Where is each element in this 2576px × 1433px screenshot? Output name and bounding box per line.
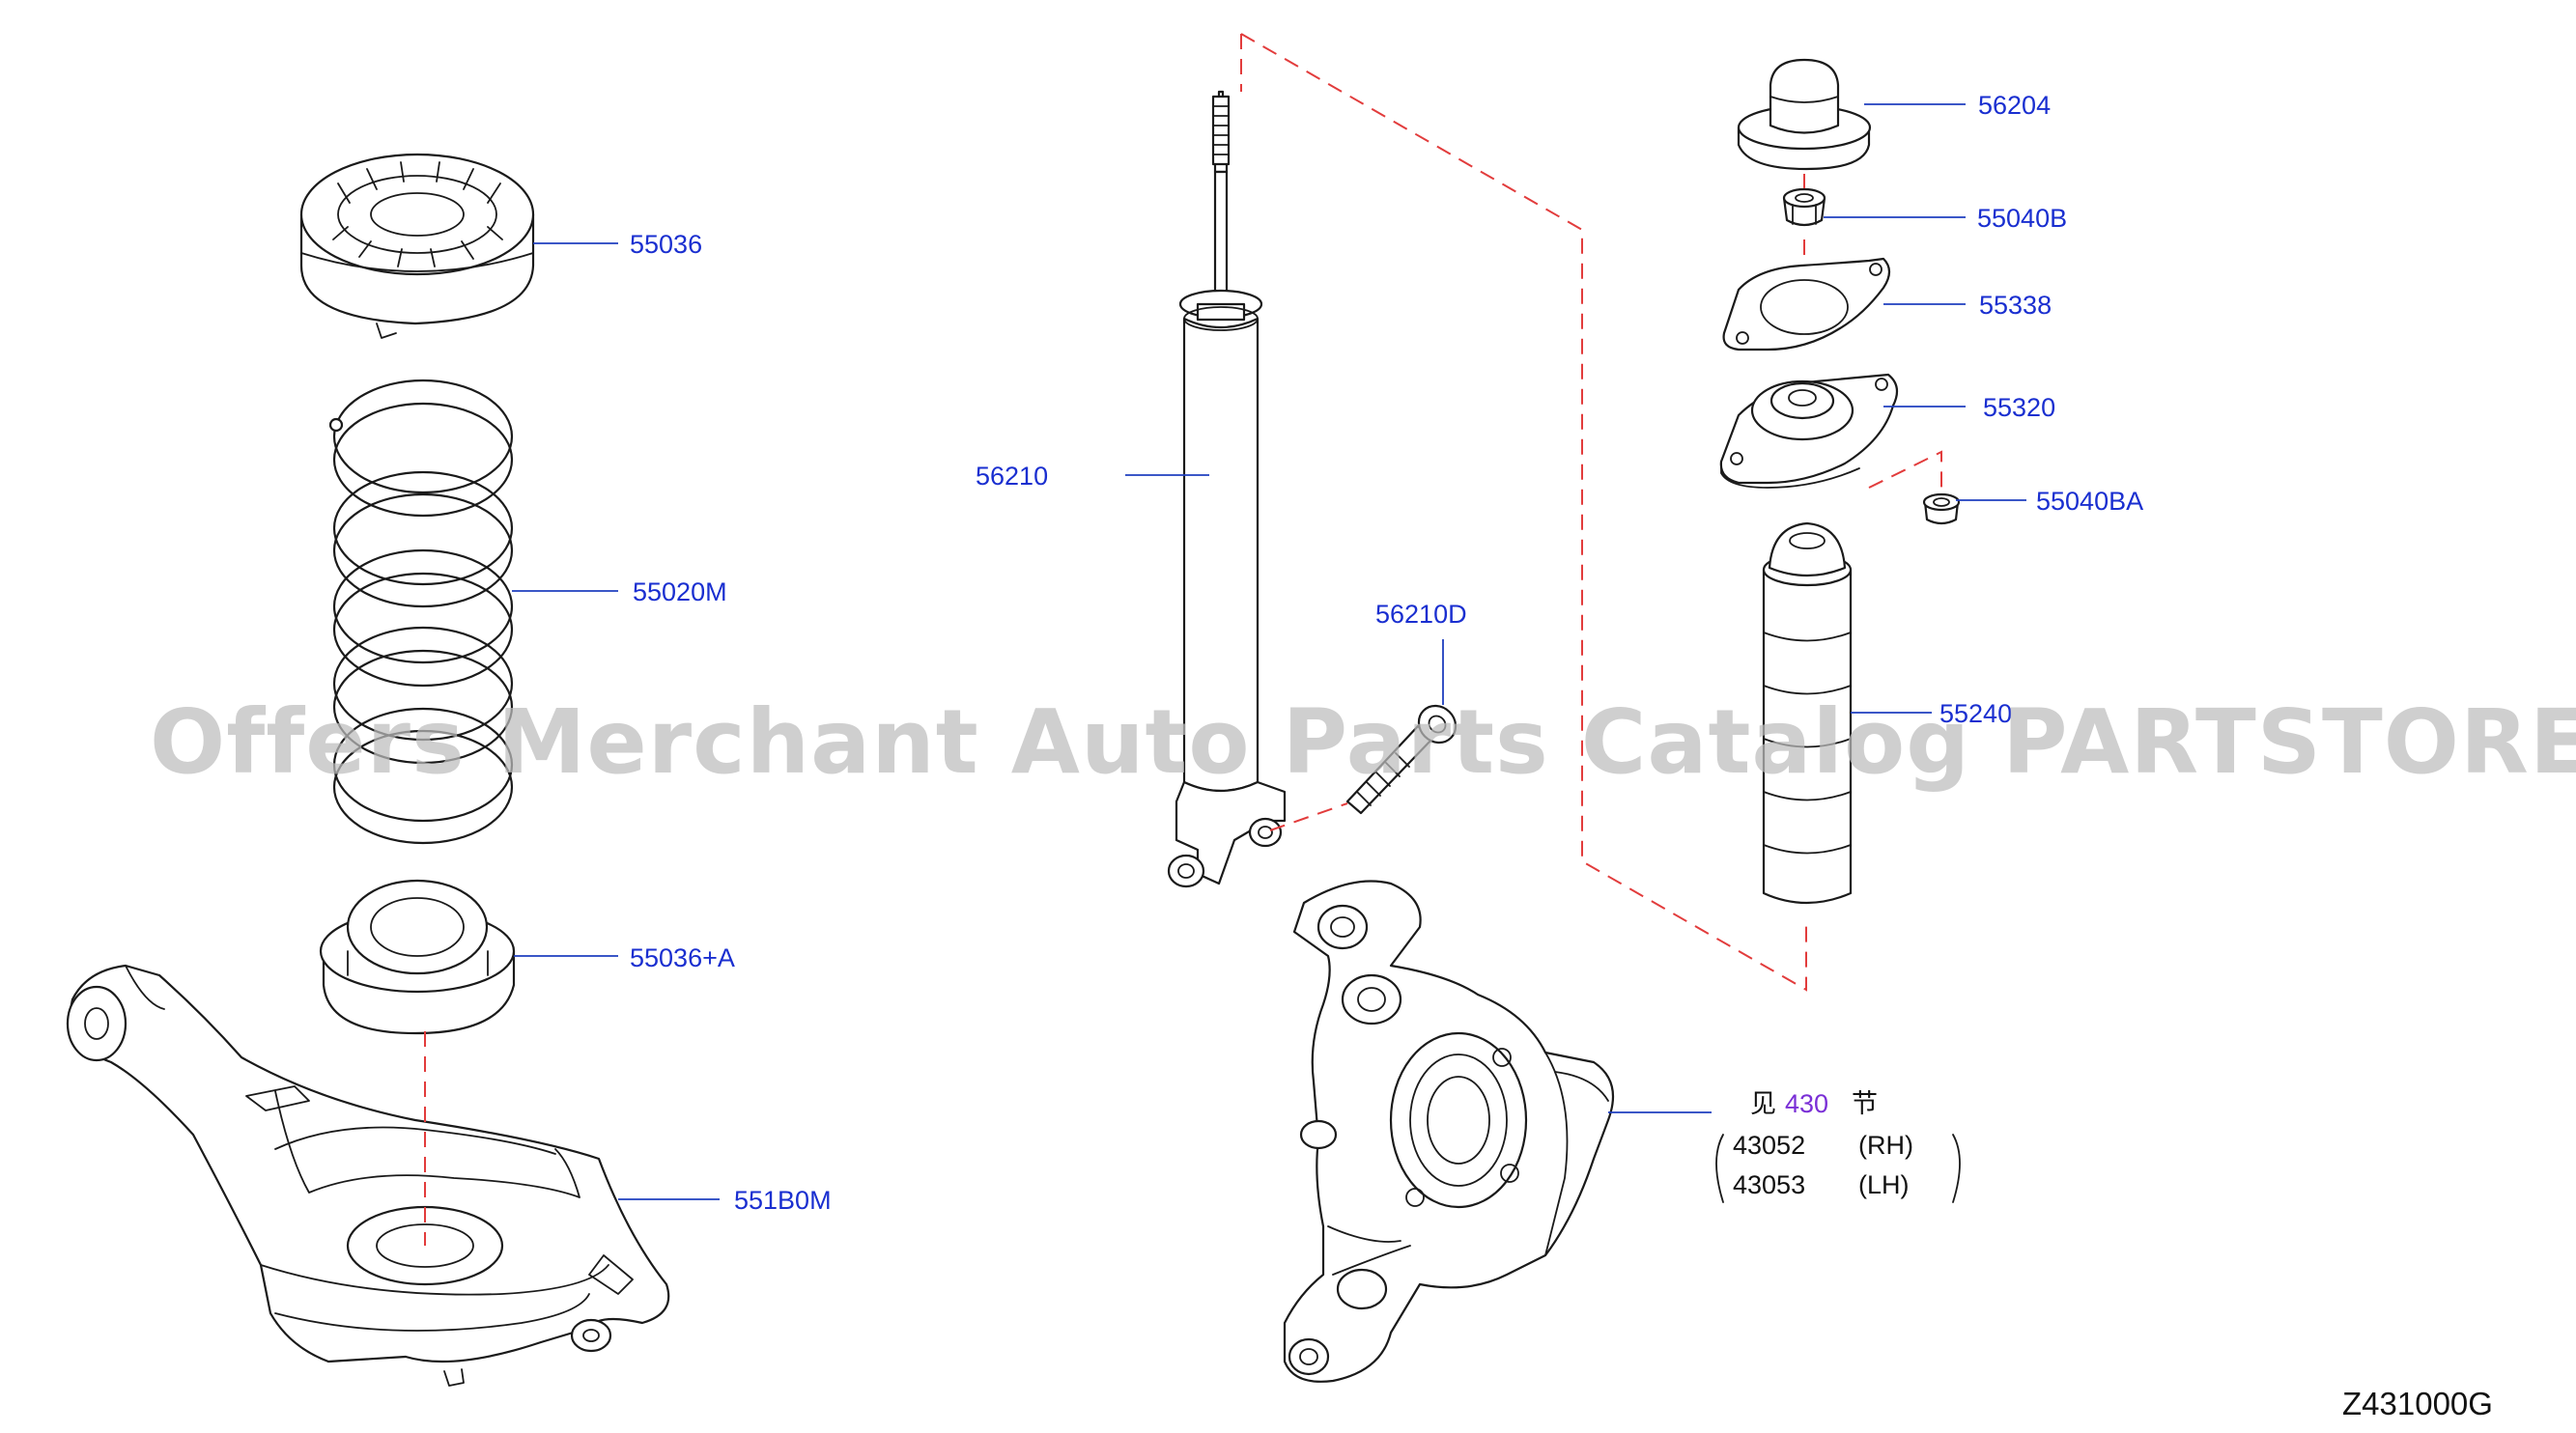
- label-55338[interactable]: 55338: [1979, 291, 2052, 320]
- label-43053[interactable]: 43053: [1733, 1170, 1805, 1199]
- leader-lines: [512, 103, 2026, 1200]
- section-suffix: 节: [1852, 1089, 1878, 1118]
- label-rh: (RH): [1858, 1131, 1913, 1160]
- knuckle-reference: 见 430 节 43052 (RH) 43053 (LH): [1715, 1089, 1961, 1203]
- steering-knuckle-43052-43053[interactable]: [1283, 880, 1615, 1383]
- nut-55040ba[interactable]: [1922, 492, 1961, 525]
- label-43052[interactable]: 43052: [1733, 1131, 1805, 1160]
- label-55036a[interactable]: 55036+A: [630, 943, 735, 972]
- section-link[interactable]: 430: [1785, 1089, 1828, 1118]
- shock-absorber-56210[interactable]: [1167, 90, 1287, 888]
- bolt-56210d[interactable]: [1345, 698, 1463, 815]
- label-lh: (LH): [1858, 1170, 1910, 1199]
- see-text: 见: [1750, 1089, 1776, 1118]
- watermark: Offers Merchant Auto Parts Catalog PARTS…: [150, 690, 2576, 794]
- label-56204[interactable]: 56204: [1978, 91, 2051, 120]
- label-55320[interactable]: 55320: [1983, 393, 2055, 422]
- diagram-code: Z431000G: [2342, 1386, 2493, 1421]
- strut-mount-55320[interactable]: [1719, 373, 1899, 489]
- right-brace: [1952, 1134, 1961, 1203]
- left-brace: [1715, 1134, 1724, 1203]
- label-551b0m[interactable]: 551B0M: [734, 1186, 832, 1215]
- part-labels: 55036 55020M 55036+A 551B0M 56210 56210D…: [630, 91, 2143, 1215]
- lower-link-551b0m[interactable]: [66, 964, 670, 1387]
- nut-55040b[interactable]: [1782, 187, 1826, 227]
- bound-bumper-55240[interactable]: [1762, 521, 1853, 905]
- assembly-lines: [424, 33, 1942, 1246]
- upper-spring-seat-55036[interactable]: [299, 153, 535, 339]
- label-55020m[interactable]: 55020M: [633, 577, 727, 606]
- coil-spring-55020m[interactable]: [328, 379, 514, 845]
- label-55240[interactable]: 55240: [1939, 699, 2012, 728]
- label-55036[interactable]: 55036: [630, 230, 702, 259]
- label-55040b[interactable]: 55040B: [1977, 204, 2067, 233]
- label-56210d[interactable]: 56210D: [1375, 600, 1467, 629]
- bump-cap-56204[interactable]: [1737, 58, 1872, 171]
- mounting-plate-55338[interactable]: [1722, 257, 1891, 351]
- label-55040ba[interactable]: 55040BA: [2036, 487, 2143, 516]
- label-56210[interactable]: 56210: [976, 462, 1048, 491]
- lower-spring-seat-55036a[interactable]: [319, 879, 516, 1035]
